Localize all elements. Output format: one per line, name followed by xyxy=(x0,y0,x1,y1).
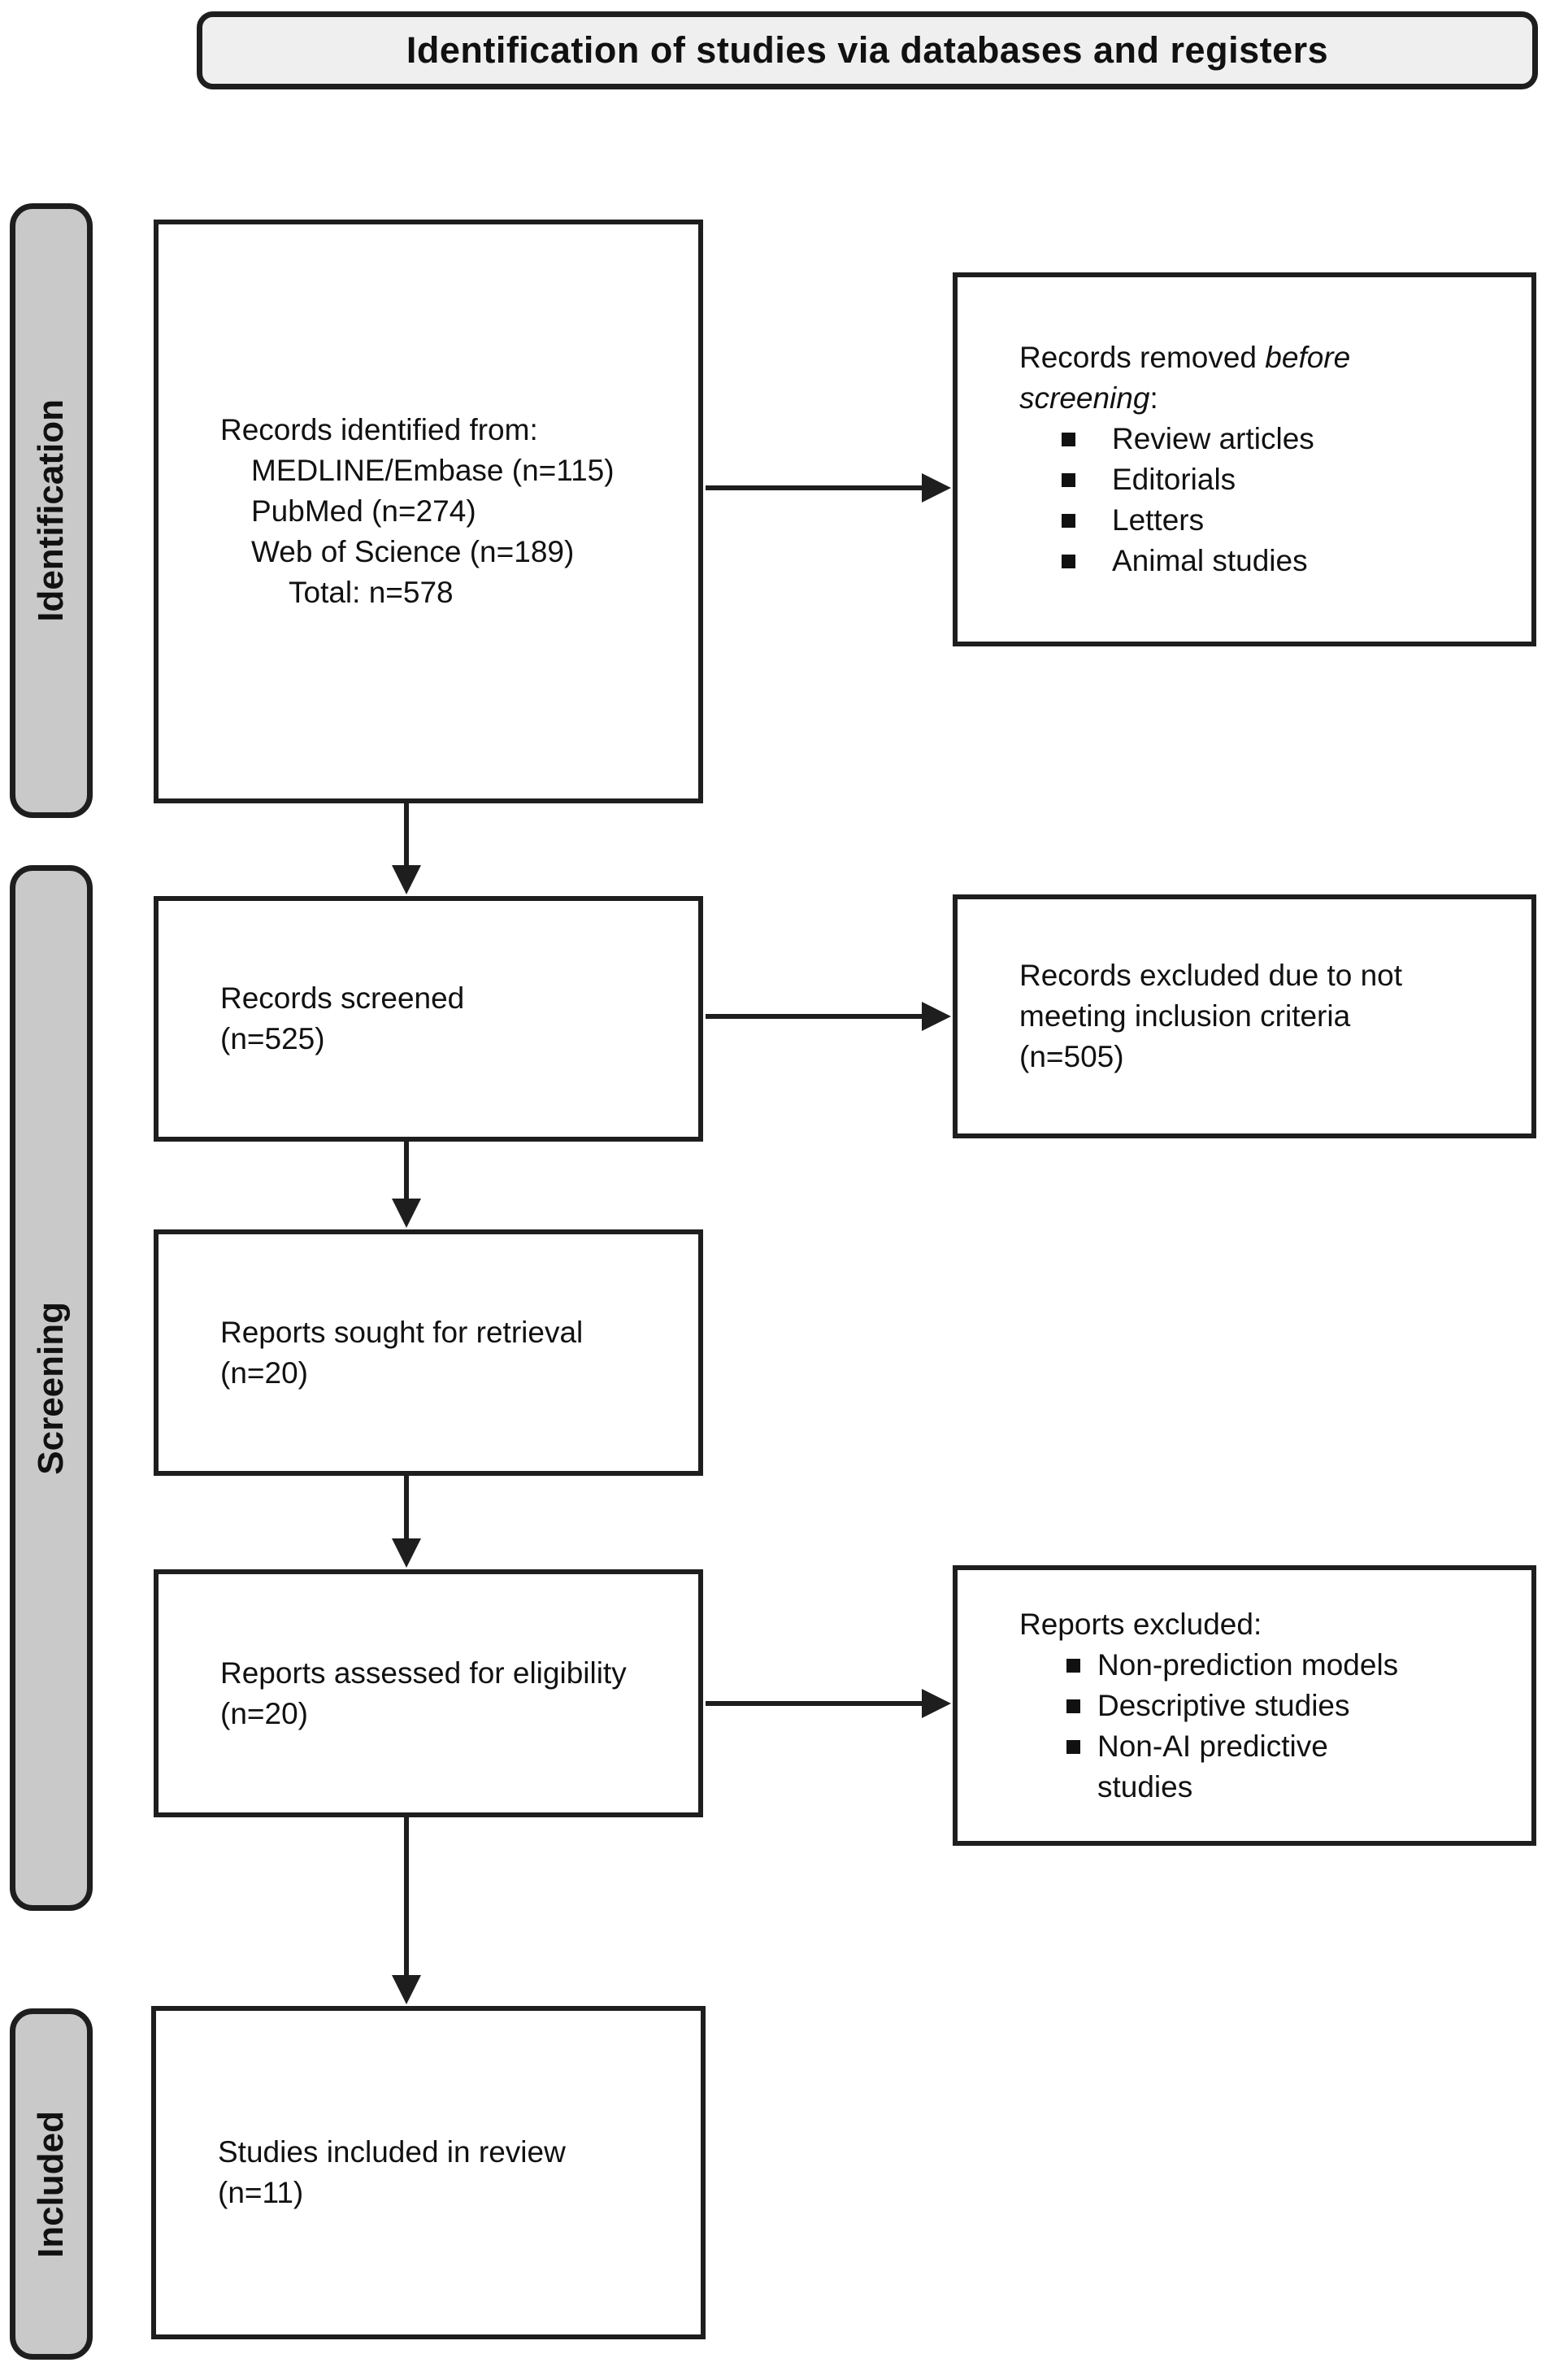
diagram-title: Identification of studies via databases … xyxy=(406,29,1329,71)
box-reports-excluded: Reports excluded: Non-prediction models … xyxy=(953,1565,1536,1846)
reports-excluded-item-1: Non-prediction models xyxy=(1066,1645,1423,1686)
diagram-title-banner: Identification of studies via databases … xyxy=(197,11,1538,89)
box-reports-sought: Reports sought for retrieval (n=20) xyxy=(154,1229,703,1476)
studies-included-line-1: Studies included in review xyxy=(218,2135,566,2169)
box-records-removed: Records removed before screening: Review… xyxy=(953,272,1536,646)
records-removed-heading-italic: before screening xyxy=(1019,341,1351,415)
reports-assessed-line-2: (n=20) xyxy=(220,1696,308,1730)
studies-included-text: Studies included in review (n=11) xyxy=(156,2132,589,2213)
reports-excluded-item-2: Descriptive studies xyxy=(1066,1686,1423,1726)
records-excluded-line-1: Records excluded due to not xyxy=(1019,959,1403,992)
studies-included-line-2: (n=11) xyxy=(218,2176,304,2209)
box-records-excluded: Records excluded due to not meeting incl… xyxy=(953,894,1536,1138)
arrow-assessed-to-excluded xyxy=(706,1689,951,1718)
records-screened-line-1: Records screened xyxy=(220,981,465,1015)
records-removed-item-4: Animal studies xyxy=(1062,541,1426,581)
arrow-identified-to-removed xyxy=(706,473,951,503)
arrow-identified-to-screened xyxy=(392,803,421,894)
reports-sought-text: Reports sought for retrieval (n=20) xyxy=(159,1312,606,1394)
records-excluded-line-2: meeting inclusion criteria xyxy=(1019,999,1351,1033)
reports-excluded-item-3: Non-AI predictive studies xyxy=(1066,1726,1423,1808)
arrow-screened-to-excluded xyxy=(706,1002,951,1031)
reports-assessed-line-1: Reports assessed for eligibility xyxy=(220,1656,627,1690)
reports-excluded-text: Reports excluded: Non-prediction models … xyxy=(958,1604,1445,1808)
records-screened-line-2: (n=525) xyxy=(220,1022,325,1055)
records-identified-line-5: Total: n=578 xyxy=(289,576,454,609)
records-removed-text: Records removed before screening: Review… xyxy=(958,337,1449,581)
records-identified-line-3: PubMed (n=274) xyxy=(251,494,476,528)
stage-bar-included: Included xyxy=(10,2008,93,2360)
reports-excluded-heading: Reports excluded: xyxy=(1019,1607,1262,1641)
box-records-identified: Records identified from: MEDLINE/Embase … xyxy=(154,220,703,803)
box-reports-assessed: Reports assessed for eligibility (n=20) xyxy=(154,1569,703,1817)
reports-excluded-list: Non-prediction models Descriptive studie… xyxy=(1019,1645,1423,1808)
records-identified-line-4: Web of Science (n=189) xyxy=(251,535,575,568)
records-removed-list: Review articles Editorials Letters Anima… xyxy=(1019,419,1426,581)
reports-sought-line-1: Reports sought for retrieval xyxy=(220,1315,584,1349)
records-excluded-text: Records excluded due to not meeting incl… xyxy=(958,955,1425,1077)
reports-sought-line-2: (n=20) xyxy=(220,1355,308,1390)
records-screened-text: Records screened (n=525) xyxy=(159,978,487,1059)
stage-label-screening: Screening xyxy=(31,1301,71,1475)
stage-label-identification: Identification xyxy=(31,399,71,622)
records-identified-line-2: MEDLINE/Embase (n=115) xyxy=(251,454,615,487)
records-removed-item-1: Review articles xyxy=(1062,419,1426,459)
records-identified-text: Records identified from: MEDLINE/Embase … xyxy=(159,410,637,613)
records-removed-item-2: Editorials xyxy=(1062,459,1426,500)
arrow-sought-to-assessed xyxy=(392,1476,421,1568)
records-identified-line-1: Records identified from: xyxy=(220,413,538,446)
records-removed-heading-suffix: : xyxy=(1149,381,1158,415)
records-excluded-line-3: (n=505) xyxy=(1019,1040,1124,1073)
reports-assessed-text: Reports assessed for eligibility (n=20) xyxy=(159,1653,649,1734)
records-removed-heading: Records removed before screening: xyxy=(1019,337,1426,419)
box-records-screened: Records screened (n=525) xyxy=(154,896,703,1142)
records-removed-heading-prefix: Records removed xyxy=(1019,341,1266,374)
arrow-screened-to-sought xyxy=(392,1142,421,1228)
box-studies-included: Studies included in review (n=11) xyxy=(151,2006,706,2339)
records-removed-item-3: Letters xyxy=(1062,500,1426,541)
stage-bar-identification: Identification xyxy=(10,203,93,818)
arrow-assessed-to-included xyxy=(392,1817,421,2004)
stage-label-included: Included xyxy=(31,2110,71,2258)
stage-bar-screening: Screening xyxy=(10,865,93,1911)
